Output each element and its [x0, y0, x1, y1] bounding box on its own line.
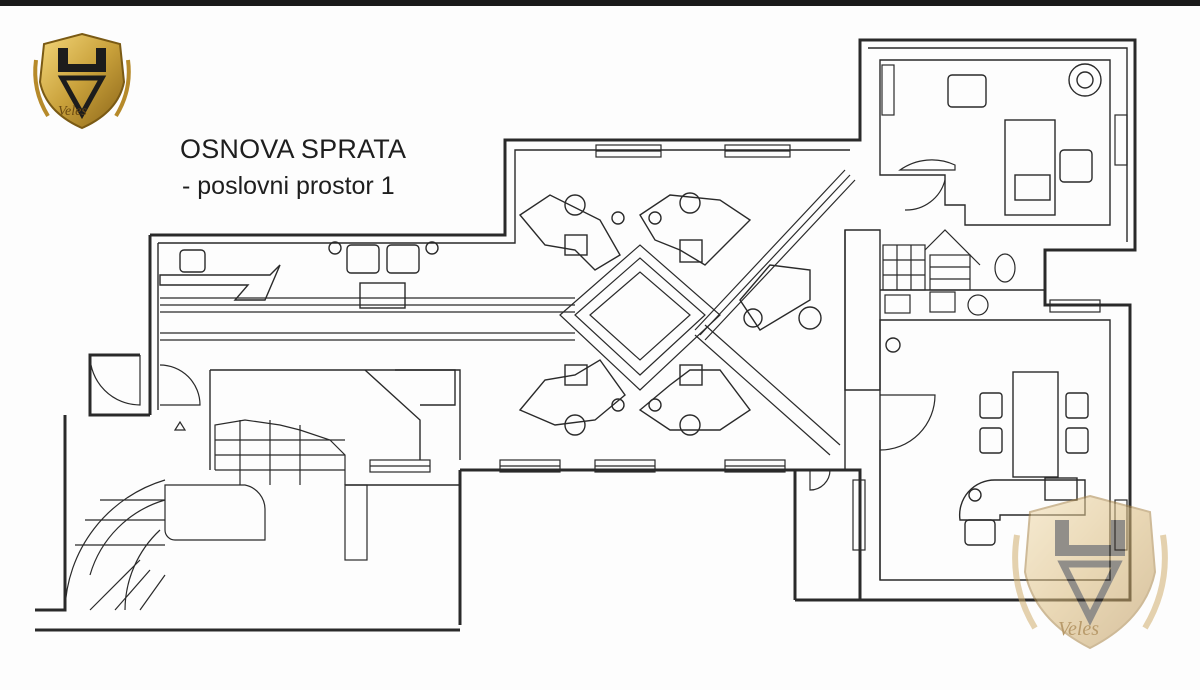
veles-watermark	[1012, 494, 1168, 650]
reception-furniture	[159, 241, 439, 309]
doors	[89, 159, 981, 491]
windows	[369, 64, 1128, 551]
top-border	[0, 0, 1200, 6]
watermark-text: Veles	[1058, 618, 1100, 640]
bathroom-fixtures	[882, 244, 1016, 316]
staircase	[64, 419, 368, 611]
ceiling-beams	[160, 169, 856, 456]
plan-title: OSNOVA SPRATA	[180, 134, 407, 164]
office-1-furniture	[947, 63, 1102, 216]
exterior-walls	[35, 38, 1137, 632]
veles-logo	[33, 32, 131, 130]
plan-subtitle: - poslovni prostor 1	[182, 172, 395, 200]
workstations	[518, 192, 822, 436]
logo-text: Veles	[58, 104, 87, 119]
meeting-room-furniture	[885, 337, 1089, 546]
